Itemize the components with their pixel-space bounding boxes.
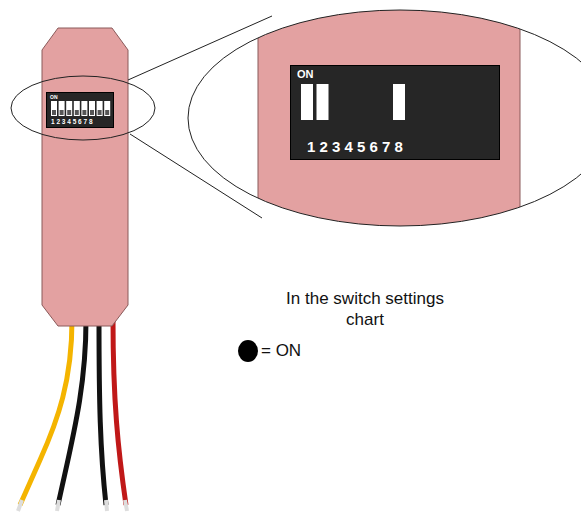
red-wire [113, 320, 126, 505]
dip-switch-detail: ON 1 2 3 4 5 6 7 8 [290, 65, 500, 160]
black-wire [58, 320, 86, 505]
legend-entry: = ON [238, 340, 301, 362]
housing-detail [258, 0, 520, 240]
wires [20, 320, 126, 505]
dip-switch: ON 1 2 3 4 5 6 7 8 [46, 92, 114, 128]
housing [42, 28, 128, 326]
on-label: ON [50, 95, 58, 100]
legend-swatch [238, 340, 258, 362]
zoom-ellipse [11, 76, 155, 140]
switch-numbers: 1 2 3 4 5 6 7 8 [51, 119, 93, 126]
legend-text: = ON [261, 341, 301, 361]
on-label: ON [297, 69, 314, 80]
chart-note: In the switch settings chart [265, 288, 465, 330]
switch-numbers: 1 2 3 4 5 6 7 8 [307, 139, 403, 154]
wire-tips [18, 500, 127, 511]
zoom-ellipse [188, 10, 581, 226]
black-wire [99, 320, 106, 505]
